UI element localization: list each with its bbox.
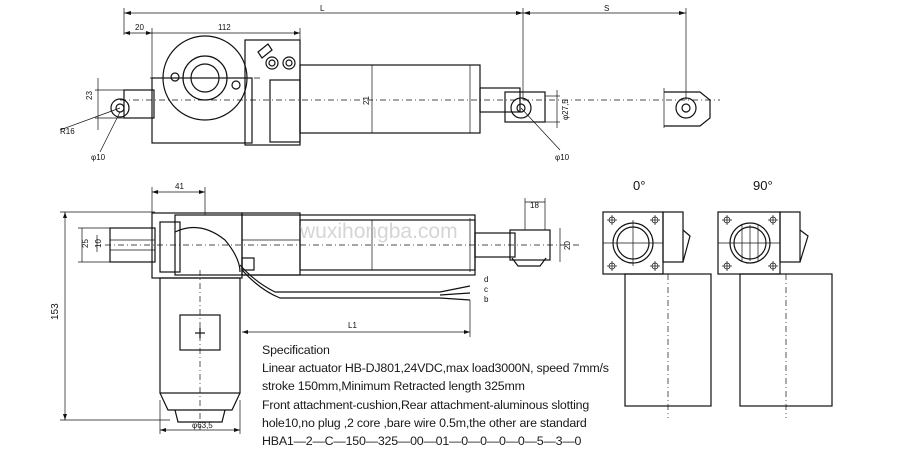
- angle-90-label: 90°: [753, 178, 773, 193]
- spec-line-5: HBA1—2—C—150—325—00—01—0—0—0—0—5—3—0: [262, 434, 582, 449]
- front-view: 41 25 10 18 20: [50, 182, 580, 434]
- dim-phi10-right: φ10: [555, 153, 570, 162]
- specification-block: Specification Linear actuator HB-DJ801,2…: [262, 341, 609, 450]
- spec-line-2: stroke 150mm,Minimum Retracted length 32…: [262, 379, 525, 394]
- wire-label-c: c: [484, 285, 488, 294]
- spec-line-4: hole10,no plug ,2 core ,bare wire 0.5m,t…: [262, 415, 587, 430]
- spec-line-3: Front attachment-cushion,Rear attachment…: [262, 397, 590, 412]
- spec-line-1: Linear actuator HB-DJ801,24VDC,max load3…: [262, 361, 609, 376]
- dim-phi10-left: φ10: [91, 153, 106, 162]
- wire-label-d: d: [484, 275, 488, 284]
- dim-112: 112: [218, 23, 231, 32]
- dim-L1: L1: [348, 321, 357, 330]
- dim-phi27-5: φ27,5: [561, 99, 570, 120]
- orientation-view-90: 90°: [717, 178, 833, 418]
- dim-R16: R16: [60, 127, 75, 136]
- dim-41: 41: [175, 182, 184, 191]
- wire-label-b: b: [484, 295, 489, 304]
- dim-10: 10: [94, 239, 103, 248]
- spec-title: Specification: [262, 343, 330, 357]
- dim-20: 20: [135, 23, 144, 32]
- dim-23: 23: [85, 91, 94, 100]
- angle-0-label: 0°: [633, 178, 645, 193]
- watermark-text: wuxihongba.com: [299, 220, 458, 243]
- orientation-view-0: 0°: [602, 178, 712, 418]
- dim-153: 153: [50, 303, 61, 320]
- top-view: L S 20 112 23 R16 φ10: [59, 4, 720, 162]
- dim-S: S: [604, 4, 609, 13]
- dim-phi63-5: φ63,5: [192, 421, 213, 430]
- dim-18: 18: [530, 201, 539, 210]
- dim-20b: 20: [563, 241, 572, 250]
- dim-21: 21: [362, 96, 371, 105]
- dim-L: L: [320, 4, 325, 13]
- dim-25: 25: [81, 239, 90, 248]
